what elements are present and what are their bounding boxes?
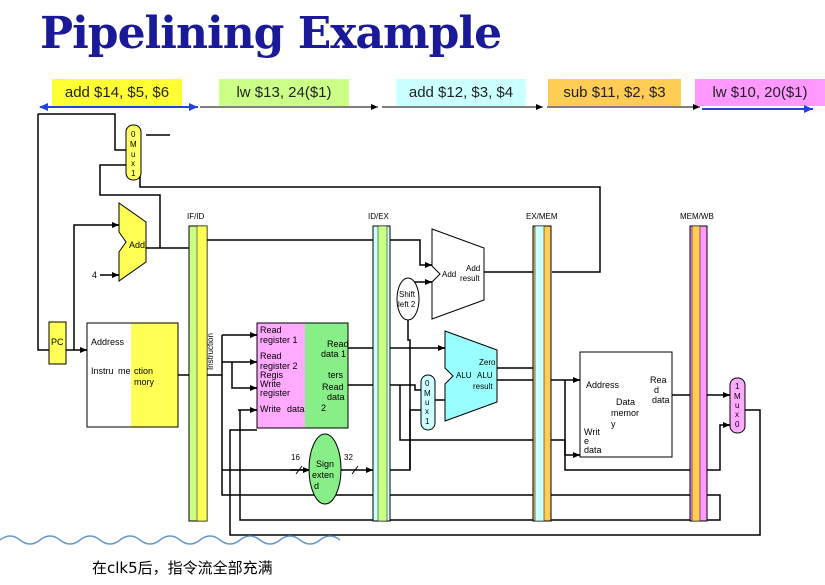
svg-text:Address: Address bbox=[91, 337, 125, 347]
svg-text:1: 1 bbox=[735, 382, 740, 391]
svg-text:exten: exten bbox=[312, 470, 334, 480]
svg-text:16: 16 bbox=[291, 453, 300, 462]
pc-label: PC bbox=[51, 337, 64, 347]
svg-text:Read: Read bbox=[322, 382, 344, 392]
svg-text:u: u bbox=[131, 150, 135, 159]
svg-text:Add: Add bbox=[129, 240, 145, 250]
branch-adder: Add Add result bbox=[431, 228, 485, 320]
alu: ALU Zero ALU result bbox=[444, 330, 498, 422]
svg-text:data 1: data 1 bbox=[321, 349, 346, 359]
sign-extend: Sign exten d 16 32 bbox=[291, 433, 359, 505]
svg-text:2: 2 bbox=[321, 403, 326, 413]
svg-text:register: register bbox=[260, 388, 290, 398]
svg-text:EX/MEM: EX/MEM bbox=[526, 212, 558, 221]
svg-text:result: result bbox=[460, 274, 480, 283]
svg-text:M: M bbox=[734, 392, 741, 401]
svg-text:x: x bbox=[131, 159, 135, 168]
svg-text:y: y bbox=[611, 419, 616, 429]
svg-text:ID/EX: ID/EX bbox=[368, 212, 390, 221]
svg-text:Write: Write bbox=[260, 404, 281, 414]
const-four-label: 4 bbox=[92, 270, 97, 280]
svg-text:Shift: Shift bbox=[399, 290, 416, 299]
svg-text:left 2: left 2 bbox=[398, 300, 416, 309]
svg-text:x: x bbox=[425, 407, 429, 416]
pc-register: PC bbox=[48, 321, 67, 365]
pc-source-mux: 0 M u x 1 bbox=[125, 124, 142, 181]
svg-text:register 2: register 2 bbox=[260, 361, 298, 371]
svg-text:Data: Data bbox=[616, 397, 635, 407]
svg-text:1: 1 bbox=[131, 169, 136, 178]
data-memory: Address Rea d data Data memor y Writ e d… bbox=[579, 351, 673, 458]
svg-text:Add: Add bbox=[466, 264, 480, 273]
svg-text:1: 1 bbox=[425, 417, 430, 426]
svg-text:0: 0 bbox=[425, 379, 430, 388]
svg-text:M: M bbox=[424, 389, 431, 398]
stage-label-wb: lw $10, 20($1) bbox=[695, 79, 825, 106]
svg-text:u: u bbox=[735, 401, 739, 410]
stage-label-mem: sub $11, $2, $3 bbox=[548, 79, 681, 106]
slide-caption: 在clk5后，指令流全部充满 bbox=[92, 559, 273, 577]
svg-text:ters: ters bbox=[328, 370, 344, 380]
svg-text:memor: memor bbox=[611, 408, 639, 418]
svg-text:register 1: register 1 bbox=[260, 335, 298, 345]
svg-text:Read: Read bbox=[260, 351, 282, 361]
svg-text:0: 0 bbox=[735, 420, 740, 429]
pipeline-register-exmem: EX/MEM bbox=[526, 212, 558, 522]
svg-text:ction: ction bbox=[134, 366, 153, 376]
svg-text:d: d bbox=[654, 385, 659, 395]
instruction-memory: Address Instru me ction mory bbox=[86, 322, 179, 428]
svg-text:0: 0 bbox=[131, 130, 136, 139]
svg-text:data: data bbox=[287, 404, 305, 414]
svg-text:Write: Write bbox=[260, 379, 281, 389]
arrowheads bbox=[80, 222, 730, 473]
svg-text:M: M bbox=[130, 140, 137, 149]
svg-text:Regis: Regis bbox=[260, 370, 284, 380]
svg-text:32: 32 bbox=[344, 453, 353, 462]
pc-adder: Add 4 bbox=[92, 202, 147, 282]
svg-text:Writ: Writ bbox=[584, 427, 600, 437]
svg-text:mory: mory bbox=[134, 377, 154, 387]
svg-text:Read: Read bbox=[327, 339, 349, 349]
svg-text:Rea: Rea bbox=[650, 375, 667, 385]
svg-text:data: data bbox=[327, 392, 345, 402]
svg-text:data: data bbox=[584, 445, 602, 455]
writeback-mux: 1 M u x 0 bbox=[729, 377, 746, 434]
svg-text:me: me bbox=[118, 366, 131, 376]
shift-left-2: Shift left 2 bbox=[396, 277, 420, 321]
instruction-bus-label: Instruction bbox=[206, 333, 215, 370]
stage-label-id: lw $13, 24($1) bbox=[219, 79, 349, 106]
svg-text:Address: Address bbox=[586, 380, 620, 390]
svg-text:data: data bbox=[652, 395, 670, 405]
svg-text:result: result bbox=[473, 382, 493, 391]
svg-text:Read: Read bbox=[260, 325, 282, 335]
svg-text:Add: Add bbox=[442, 270, 456, 279]
stage-label-ex: add $12, $3, $4 bbox=[396, 79, 526, 106]
pipeline-register-idex: ID/EX bbox=[368, 212, 391, 522]
svg-text:d: d bbox=[314, 481, 319, 491]
svg-text:Sign: Sign bbox=[316, 459, 334, 469]
alu-source-mux: 0 M u x 1 bbox=[420, 374, 436, 431]
pipeline-register-ifid: IF/ID bbox=[187, 212, 208, 522]
wave-decoration bbox=[0, 535, 341, 545]
svg-text:MEM/WB: MEM/WB bbox=[680, 212, 714, 221]
slide-title: Pipelining Example bbox=[40, 8, 502, 59]
svg-text:Zero: Zero bbox=[479, 358, 496, 367]
stage-label-if: add $14, $5, $6 bbox=[52, 79, 182, 106]
svg-text:Instru: Instru bbox=[91, 366, 114, 376]
svg-text:ALU: ALU bbox=[477, 371, 493, 380]
svg-text:IF/ID: IF/ID bbox=[187, 212, 205, 221]
register-file: Read register 1 Read register 2 Regis Wr… bbox=[256, 322, 349, 429]
svg-text:e: e bbox=[584, 436, 589, 446]
svg-text:u: u bbox=[425, 398, 429, 407]
pipeline-register-memwb: MEM/WB bbox=[680, 212, 714, 522]
svg-text:ALU: ALU bbox=[456, 371, 472, 380]
stage-timeline bbox=[39, 103, 813, 113]
svg-text:x: x bbox=[735, 410, 739, 419]
